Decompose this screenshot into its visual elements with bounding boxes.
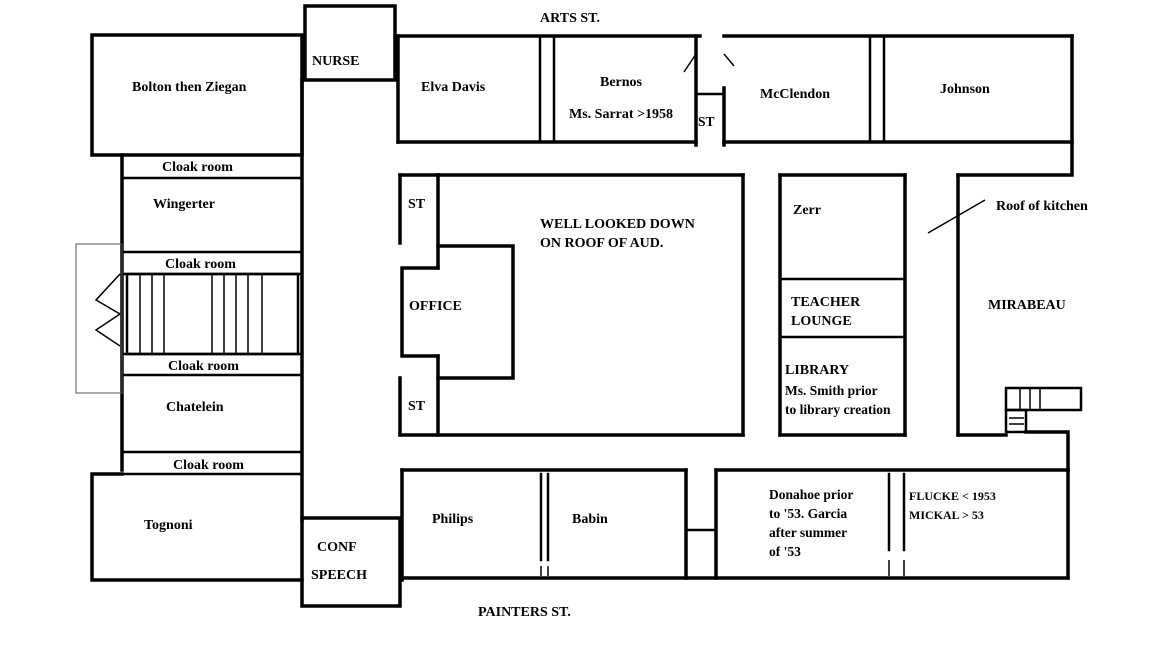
room-flucke: FLUCKE < 1953 xyxy=(909,489,996,503)
stair-lower: ST xyxy=(408,399,426,414)
east-wing-walls xyxy=(778,173,1083,472)
room-cloak-4: Cloak room xyxy=(173,458,244,473)
well-label-line-1: WELL LOOKED DOWN xyxy=(540,217,695,232)
room-elva-davis: Elva Davis xyxy=(421,80,486,95)
roof-of-kitchen: Roof of kitchen xyxy=(996,199,1088,214)
room-chatelein: Chatelein xyxy=(166,400,224,415)
room-zerr: Zerr xyxy=(793,203,821,218)
room-cloak-2: Cloak room xyxy=(165,257,236,272)
room-wingerter: Wingerter xyxy=(153,197,215,212)
south-wing-walls xyxy=(400,468,1070,582)
donahoe-line-4: of '53 xyxy=(769,544,801,559)
room-sarrat: Ms. Sarrat >1958 xyxy=(569,107,673,122)
stair-upper: ST xyxy=(408,197,426,212)
west-wing-walls xyxy=(90,4,402,608)
donahoe-line-1: Donahoe prior xyxy=(769,487,853,502)
room-conf: CONF xyxy=(317,540,357,555)
donahoe-line-3: after summer xyxy=(769,525,847,540)
street-painters: PAINTERS ST. xyxy=(478,605,571,620)
room-mirabeau: MIRABEAU xyxy=(988,298,1066,313)
street-arts: ARTS ST. xyxy=(540,11,600,26)
teacher-lounge-line-2: LOUNGE xyxy=(791,314,852,329)
centre-walls xyxy=(398,173,745,437)
room-speech: SPEECH xyxy=(311,568,367,583)
room-babin: Babin xyxy=(572,512,608,527)
room-cloak-1: Cloak room xyxy=(162,160,233,175)
room-bolton: Bolton then Ziegan xyxy=(132,80,247,95)
room-mcclendon: McClendon xyxy=(760,87,830,102)
room-philips: Philips xyxy=(432,512,474,527)
room-bernos: Bernos xyxy=(600,75,643,90)
room-cloak-3: Cloak room xyxy=(168,359,239,374)
well-label-line-2: ON ROOF OF AUD. xyxy=(540,236,663,251)
north-wing-walls xyxy=(396,34,1074,177)
room-mickal: MICKAL > 53 xyxy=(909,508,984,522)
room-tognoni: Tognoni xyxy=(144,518,193,533)
room-johnson: Johnson xyxy=(940,82,990,97)
library-line-2: Ms. Smith prior xyxy=(785,383,878,398)
west-stair xyxy=(75,243,300,394)
stair-north: ST xyxy=(698,114,715,129)
donahoe-line-2: to '53. Garcia xyxy=(769,506,847,521)
teacher-lounge-line-1: TEACHER xyxy=(791,295,861,310)
library-line-3: to library creation xyxy=(785,402,891,417)
room-nurse: NURSE xyxy=(312,54,359,69)
room-office: OFFICE xyxy=(409,299,462,314)
library-line-1: LIBRARY xyxy=(785,363,849,378)
